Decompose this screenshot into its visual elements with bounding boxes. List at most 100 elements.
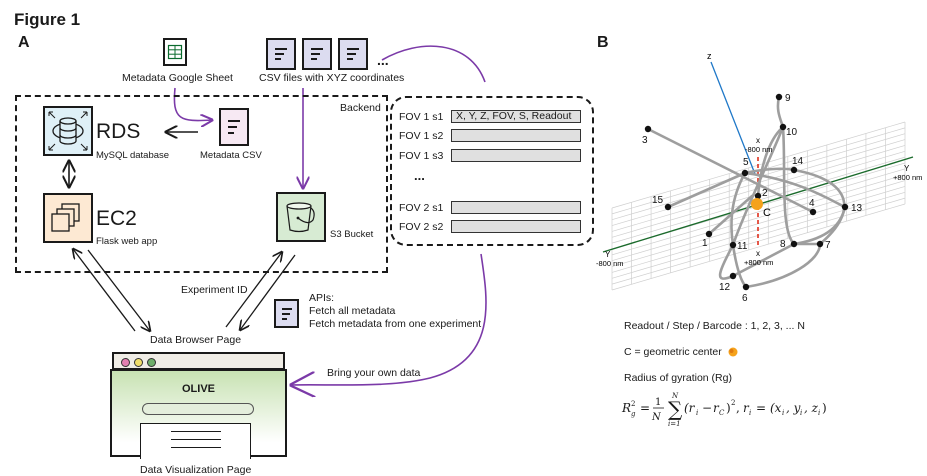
center-label: C [763,207,771,219]
browser-body: OLIVE [110,369,287,459]
instances-icon [51,203,80,232]
data-browser-label: Data Browser Page [150,334,242,346]
readout-label-11: 11 [737,241,748,252]
readout-label-15: 15 [652,195,664,206]
fov-ellipsis: ... [414,168,425,183]
readout-point-10 [779,123,787,131]
olive-content-panel [140,423,251,459]
z-axis-label: z [707,51,712,61]
svg-text:g: g [631,410,636,418]
olive-app-title: OLIVE [181,383,215,395]
readout-label-3: 3 [642,135,648,146]
browser-close-dot [121,357,130,367]
readout-point-1 [705,230,713,238]
readout-point-7 [816,240,824,248]
panel-a-label: A [18,34,30,51]
readout-point-2 [754,192,762,200]
svg-text:−: − [702,401,712,415]
geometric-center-marker [751,198,763,210]
csv-file-icon [338,38,368,70]
svg-text:i: i [782,409,784,417]
fov-row: FOV 2 s2 [399,219,581,234]
fov-row-value [451,129,581,142]
ec2-subtitle: Flask web app [96,236,158,247]
fov-row-name: FOV 2 s2 [399,220,444,233]
browser-maximize-dot [147,357,156,367]
svg-text:∑: ∑ [668,397,683,421]
fov-row-value [451,201,581,214]
api-item: Fetch all metadata [309,305,396,317]
svg-text:,: , [736,401,740,415]
svg-text:=: = [756,401,766,415]
svg-text:): ) [726,401,731,415]
fov-row: FOV 1 s3 [399,148,581,163]
s3-label: S3 Bucket [330,229,374,240]
svg-text:i: i [800,409,802,417]
rds-title: RDS [96,120,141,143]
rds-subtitle: MySQL database [96,150,170,161]
fov-row-value [451,220,581,233]
olive-browser-window: OLIVE [110,352,287,459]
grid-line [611,174,906,262]
readout-point-3 [644,125,652,133]
trace-segment [731,125,785,247]
readout-label-1: 1 [702,238,708,249]
svg-text:2: 2 [631,400,635,408]
readout-label-14: 14 [792,156,804,167]
readout-label-5: 5 [743,157,749,168]
svg-text:i=1: i=1 [668,420,681,428]
browser-to-s3-arrow [225,252,282,328]
svg-text:i: i [749,409,751,417]
trace-segment [646,127,815,214]
fov-row-name: FOV 1 s3 [399,149,444,162]
spreadsheet-icon [167,44,183,60]
svg-text:(x: (x [770,401,782,415]
readout-label-6: 6 [742,293,748,304]
rg-legend-title: Radius of gyration (Rg) [624,372,732,384]
s3-node [276,192,326,242]
y-right-value: +800 nm [893,173,922,182]
svg-text:, y: , y [786,401,801,415]
fov-row: FOV 1 s1 X, Y, Z, FOV, S, Readout [399,109,581,124]
svg-text:N: N [671,392,679,400]
ec2-to-browser-arrow [87,249,150,331]
fov-row: FOV 1 s2 [399,128,581,143]
metadata-csv-label: Metadata CSV [200,150,262,161]
readout-point-4 [809,208,817,216]
svg-text:C: C [719,409,725,417]
svg-text:R: R [621,401,631,415]
olive-search-bar[interactable] [142,403,254,415]
svg-text:r: r [743,401,750,415]
trace-segment [756,125,785,198]
google-sheet-label: Metadata Google Sheet [122,72,233,84]
center-legend: C = geometric center [624,346,722,358]
svg-text:2: 2 [731,399,735,407]
readout-point-11 [729,241,737,249]
readout-label-4: 4 [809,198,815,209]
y-left-axis-label: Y [605,250,611,259]
trace-segment [718,243,735,280]
csv-files-label: CSV files with XYZ coordinates [259,72,405,84]
browser-minimize-dot [134,357,143,367]
grid-line [611,133,906,221]
rg-formula: R 2 g = 1 N ∑ N i=1 (r i − r C ) 2 , r i… [621,392,827,428]
readout-label-9: 9 [785,93,791,104]
fov-row-name: FOV 2 s1 [399,201,444,214]
trace-segment [792,205,847,246]
svg-text:(r: (r [684,401,696,415]
fov-row-name: FOV 1 s1 [399,110,444,123]
y-left-value: -800 nm [596,259,624,268]
api-item: Fetch metadata from one experiment [309,318,482,330]
trace-segment [730,171,747,247]
readout-label-10: 10 [786,127,798,138]
z-axis-line [710,61,756,175]
bring-own-data-label: Bring your own data [327,367,421,379]
trace-segment [743,167,796,175]
bring-own-data-arrow [292,253,487,385]
grid-line [611,168,906,256]
svg-text:i: i [818,409,820,417]
center-legend-icon [728,347,738,357]
trace-segment [776,95,785,129]
